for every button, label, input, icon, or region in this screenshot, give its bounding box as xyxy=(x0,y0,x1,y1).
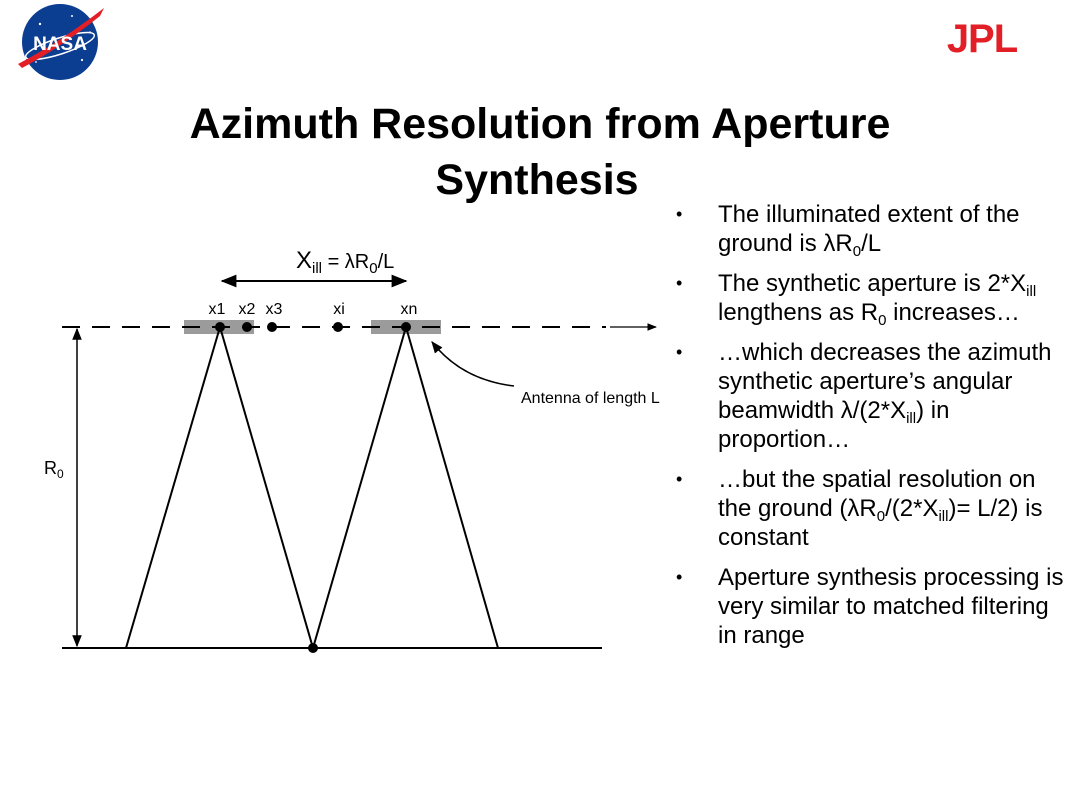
bullet-item-5: • Aperture synthesis processing is very … xyxy=(672,563,1072,650)
nasa-logo-chevron xyxy=(18,8,104,68)
bullet-text: …which decreases the azimuth synthetic a… xyxy=(718,339,1052,453)
position-dot-x2 xyxy=(242,322,252,332)
position-label-x1: x1 xyxy=(209,301,226,318)
position-dot-x1 xyxy=(215,322,225,332)
ground-overlap-dot xyxy=(308,643,318,653)
bullet-text: The synthetic aperture is 2*Xill lengthe… xyxy=(718,270,1037,329)
slide-title-line-1: Azimuth Resolution from Aperture xyxy=(189,100,891,148)
bullet-marker: • xyxy=(676,204,683,224)
bullet-marker: • xyxy=(676,342,683,362)
nasa-logo-text: NASA xyxy=(33,34,87,55)
beam-x1-right xyxy=(219,326,314,649)
position-dot-xn xyxy=(401,322,411,332)
slide-title: Azimuth Resolution from Aperture Synthes… xyxy=(0,96,1080,208)
position-dot-x3 xyxy=(267,322,277,332)
bullet-marker: • xyxy=(676,469,683,489)
beam-x1-left xyxy=(125,326,221,649)
antenna-callout-arrow xyxy=(431,341,515,387)
aperture-synthesis-diagram: x1 x2 x3 xi xn Xill = λR0/L R0 Antenna o… xyxy=(44,247,660,653)
bullet-item-1: • The illuminated extent of the ground i… xyxy=(672,200,1072,260)
position-label-xn: xn xyxy=(401,301,418,318)
bullet-item-2: • The synthetic aperture is 2*Xill lengt… xyxy=(672,269,1072,329)
bullet-text: The illuminated extent of the ground is … xyxy=(718,201,1020,260)
nasa-logo: NASA xyxy=(18,4,104,80)
bullet-marker: • xyxy=(676,567,683,587)
position-label-x3: x3 xyxy=(266,301,283,318)
bullet-text: …but the spatial resolution on the groun… xyxy=(718,466,1043,551)
antenna-label: Antenna of length L xyxy=(521,390,660,407)
position-dot-xi xyxy=(333,322,343,332)
position-label-x2: x2 xyxy=(239,301,256,318)
jpl-logo: JPL xyxy=(947,20,1019,56)
bullet-item-3: • …which decreases the azimuth synthetic… xyxy=(672,338,1072,454)
beam-xn-right xyxy=(405,326,499,649)
bullet-list: • The illuminated extent of the ground i… xyxy=(672,200,1072,661)
position-label-xi: xi xyxy=(333,301,345,318)
range-label: R0 xyxy=(44,458,64,481)
jpl-logo-text: JPL xyxy=(947,20,1018,56)
bullet-text: Aperture synthesis processing is very si… xyxy=(718,564,1064,649)
slide-title-line-2: Synthesis xyxy=(435,156,639,204)
beam-xn-left xyxy=(312,326,407,649)
bullet-item-4: • …but the spatial resolution on the gro… xyxy=(672,465,1072,552)
illuminated-extent-label: Xill = λR0/L xyxy=(296,247,394,277)
bullet-marker: • xyxy=(676,273,683,293)
